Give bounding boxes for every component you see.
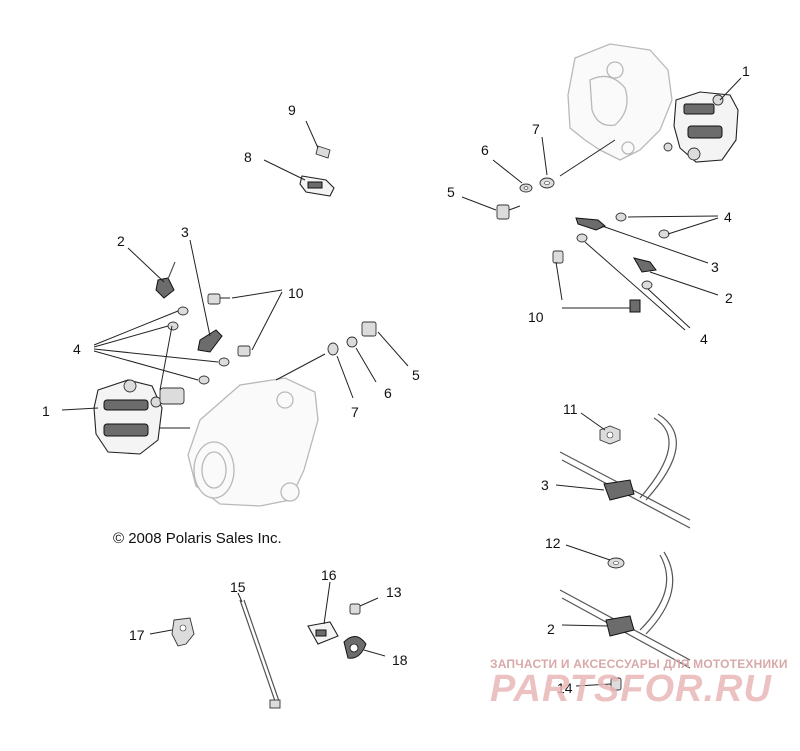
- leader-8: [263, 159, 306, 181]
- callout-2-left: 2: [117, 233, 125, 249]
- left-banjo-2: [155, 261, 176, 299]
- callout-7-mid: 7: [351, 404, 359, 420]
- callout-8: 8: [244, 149, 252, 165]
- left-washer-7: [327, 342, 339, 356]
- callout-1-left: 1: [42, 403, 50, 419]
- callout-6-mid: 6: [384, 385, 392, 401]
- callout-14: 14: [557, 680, 573, 696]
- callout-4-left: 4: [73, 341, 81, 357]
- callout-7-top: 7: [532, 121, 540, 137]
- callout-12: 12: [545, 535, 561, 551]
- callout-labels: 1 7 6 5 4 3 2 10 4 9 8 2 3 10 4 1 5 6 7 …: [42, 63, 750, 696]
- right-leaders: [461, 77, 742, 331]
- right-washer-6: [519, 183, 533, 193]
- lower-left-leaders: [237, 581, 331, 625]
- screw-9: [305, 120, 331, 159]
- left-bolt-5: [361, 321, 377, 337]
- callout-10-left: 10: [288, 285, 304, 301]
- callout-4-right-low: 4: [700, 331, 708, 347]
- watermark-subtitle: ЗАПЧАСТИ И АКСЕССУАРЫ ДЛЯ МОТОТЕХНИКИ: [490, 657, 788, 671]
- callout-3-line: 3: [541, 477, 549, 493]
- right-bleeder-10: [552, 250, 641, 313]
- left-brake-caliper: [93, 379, 185, 455]
- right-brake-caliper: [663, 91, 739, 163]
- callout-16: 16: [321, 567, 337, 583]
- left-washer-6: [346, 336, 358, 348]
- callout-2-line: 2: [547, 621, 555, 637]
- right-washer-4b: [576, 233, 653, 290]
- fitting-17: [149, 617, 195, 647]
- right-washer-7: [539, 177, 555, 189]
- screw-13: [349, 597, 379, 615]
- copyright-text: © 2008 Polaris Sales Inc.: [113, 530, 282, 547]
- watermark-logo: PARTSFOR.RU: [490, 668, 772, 710]
- left-leaders: [61, 239, 409, 429]
- right-bolt-5: [496, 204, 521, 220]
- nut-11: [599, 425, 621, 445]
- brake-line-2: [559, 551, 691, 669]
- left-knuckle: [187, 377, 319, 507]
- callout-17: 17: [129, 627, 145, 643]
- pad-clip-8: [299, 175, 335, 197]
- callout-3-right: 3: [711, 259, 719, 275]
- callout-18: 18: [392, 652, 408, 668]
- brake-line-3: [559, 413, 691, 529]
- callout-5-mid: 5: [412, 367, 420, 383]
- clamp-18: [343, 636, 386, 659]
- callout-15: 15: [230, 579, 246, 595]
- callout-4-right: 4: [724, 209, 732, 225]
- washer-12: [607, 557, 625, 569]
- callout-2-right: 2: [725, 290, 733, 306]
- clip-16: [307, 621, 339, 645]
- callout-3-left: 3: [181, 224, 189, 240]
- callout-5-top: 5: [447, 184, 455, 200]
- right-knuckle: [567, 43, 673, 161]
- right-banjo-3: [575, 217, 606, 231]
- callout-10-right: 10: [528, 309, 544, 325]
- left-bolts-10: [207, 293, 251, 357]
- callout-13: 13: [386, 584, 402, 600]
- lower-right-leaders: [555, 412, 612, 687]
- callout-6-top: 6: [481, 142, 489, 158]
- left-banjo-3: [197, 329, 223, 353]
- callout-11: 11: [563, 401, 578, 417]
- cable-tie-15: [239, 599, 281, 709]
- right-banjo-2: [632, 257, 657, 273]
- callout-9: 9: [288, 102, 296, 118]
- callout-1-right: 1: [742, 63, 750, 79]
- left-washers-4: [167, 306, 230, 385]
